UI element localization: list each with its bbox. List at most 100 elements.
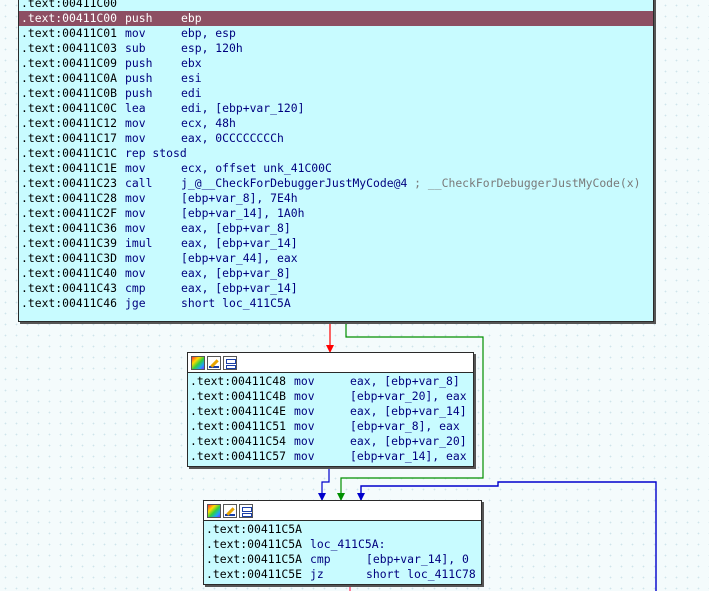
operand-text[interactable]: edi, [ebp+var_120] bbox=[181, 101, 305, 115]
operands[interactable]: esp, 120h bbox=[181, 41, 243, 56]
color-palette-icon[interactable] bbox=[207, 503, 221, 518]
mnemonic[interactable]: mov bbox=[125, 161, 146, 175]
operands[interactable]: [ebp+var_8], 7E4h bbox=[181, 191, 298, 206]
mnemonic[interactable]: mov bbox=[125, 191, 146, 205]
operand-text[interactable]: [ebp+var_44], eax bbox=[181, 251, 298, 265]
operand-text[interactable]: eax, [ebp+var_14] bbox=[350, 404, 467, 418]
mnemonic[interactable]: imul bbox=[125, 236, 153, 250]
operands[interactable]: eax, [ebp+var_14] bbox=[181, 281, 298, 296]
mnemonic[interactable]: mov bbox=[294, 389, 315, 403]
operand-text[interactable]: [ebp+var_20], eax bbox=[350, 389, 467, 403]
asm-line-partial[interactable]: .text:00411C00 bbox=[19, 0, 653, 11]
operand-text[interactable]: [ebp+var_14], 0 bbox=[366, 552, 469, 566]
mnemonic[interactable]: push bbox=[125, 56, 153, 70]
operands[interactable]: ebx bbox=[181, 56, 202, 71]
mnemonic[interactable]: mov bbox=[294, 449, 315, 463]
operands[interactable]: short loc_411C78 bbox=[366, 567, 476, 582]
operand-text[interactable]: eax, [ebp+var_14] bbox=[181, 281, 298, 295]
operands[interactable]: short loc_411C5A bbox=[181, 296, 291, 311]
graph-overview-icon[interactable] bbox=[239, 503, 253, 518]
operands[interactable]: [ebp+var_14], 1A0h bbox=[181, 206, 304, 221]
mnemonic[interactable]: lea bbox=[125, 101, 146, 115]
operands[interactable]: [ebp+var_14], 0 bbox=[366, 552, 469, 567]
operands[interactable]: ecx, offset unk_41C00C bbox=[181, 161, 332, 176]
operand-text[interactable]: ecx, offset unk_41C00C bbox=[181, 161, 332, 175]
operands[interactable]: eax, [ebp+var_14] bbox=[350, 404, 467, 419]
operand-text[interactable]: ebx bbox=[181, 56, 202, 70]
operand-text[interactable]: short loc_411C5A bbox=[181, 296, 291, 310]
mnemonic[interactable]: push bbox=[125, 86, 153, 100]
operands[interactable]: eax, [ebp+var_8] bbox=[181, 221, 291, 236]
operand-text[interactable]: eax, 0CCCCCCCCh bbox=[181, 131, 284, 145]
mnemonic[interactable]: mov bbox=[294, 374, 315, 388]
operands[interactable]: edi, [ebp+var_120] bbox=[181, 101, 304, 116]
color-palette-icon[interactable] bbox=[191, 355, 205, 370]
operands[interactable]: eax, [ebp+var_8] bbox=[181, 266, 291, 281]
operand-text[interactable]: short loc_411C78 bbox=[366, 567, 476, 581]
mnemonic[interactable]: cmp bbox=[310, 552, 331, 566]
mnemonic[interactable]: mov bbox=[125, 251, 146, 265]
operand-text[interactable]: [ebp+var_14], 1A0h bbox=[181, 206, 305, 220]
graph-overview-icon[interactable] bbox=[223, 355, 237, 370]
mnemonic[interactable]: mov bbox=[125, 266, 146, 280]
operand-text[interactable]: eax, [ebp+var_8] bbox=[181, 266, 291, 280]
mnemonic[interactable]: mov bbox=[125, 131, 146, 145]
operand-text[interactable]: eax, [ebp+var_20] bbox=[350, 434, 467, 448]
mnemonic[interactable]: sub bbox=[125, 41, 146, 55]
operand-text[interactable]: [ebp+var_8], 7E4h bbox=[181, 191, 298, 205]
operand-text[interactable]: eax, [ebp+var_8] bbox=[181, 221, 291, 235]
operand-text[interactable]: [ebp+var_8], eax bbox=[350, 419, 460, 433]
mnemonic[interactable]: push bbox=[125, 71, 153, 85]
operands[interactable]: eax, 0CCCCCCCCh bbox=[181, 131, 284, 146]
operands[interactable]: eax, [ebp+var_8] bbox=[350, 374, 460, 389]
operands[interactable]: [ebp+var_14], eax bbox=[350, 449, 467, 464]
asm-line[interactable]: .text:00411C5A bbox=[204, 522, 481, 537]
operands[interactable]: ecx, 48h bbox=[181, 116, 236, 131]
mnemonic[interactable]: mov bbox=[125, 206, 146, 220]
operands[interactable]: eax, [ebp+var_14] bbox=[181, 236, 298, 251]
mnemonic[interactable]: cmp bbox=[125, 281, 146, 295]
operand-text[interactable]: esi bbox=[181, 71, 202, 85]
rename-icon[interactable] bbox=[207, 355, 221, 370]
operands[interactable]: ebp, esp bbox=[181, 26, 236, 41]
operands[interactable]: esi bbox=[181, 71, 202, 86]
operand-text[interactable]: eax, [ebp+var_8] bbox=[350, 374, 460, 388]
operands[interactable]: eax, [ebp+var_20] bbox=[350, 434, 467, 449]
rename-icon[interactable] bbox=[223, 503, 237, 518]
mnemonic[interactable]: mov bbox=[125, 221, 146, 235]
operands[interactable]: j_@__CheckForDebuggerJustMyCode@4 ; __Ch… bbox=[181, 176, 640, 191]
operands[interactable]: [ebp+var_20], eax bbox=[350, 389, 467, 404]
mnemonic[interactable]: jz bbox=[310, 567, 324, 581]
operand-text[interactable]: ebp, esp bbox=[181, 26, 236, 40]
operand-text[interactable]: ecx, 48h bbox=[181, 116, 236, 130]
mnemonic[interactable]: rep stosd bbox=[125, 146, 187, 160]
mnemonic[interactable]: call bbox=[125, 176, 153, 190]
mnemonic[interactable]: jge bbox=[125, 296, 146, 310]
operands[interactable]: ebp bbox=[181, 11, 202, 26]
